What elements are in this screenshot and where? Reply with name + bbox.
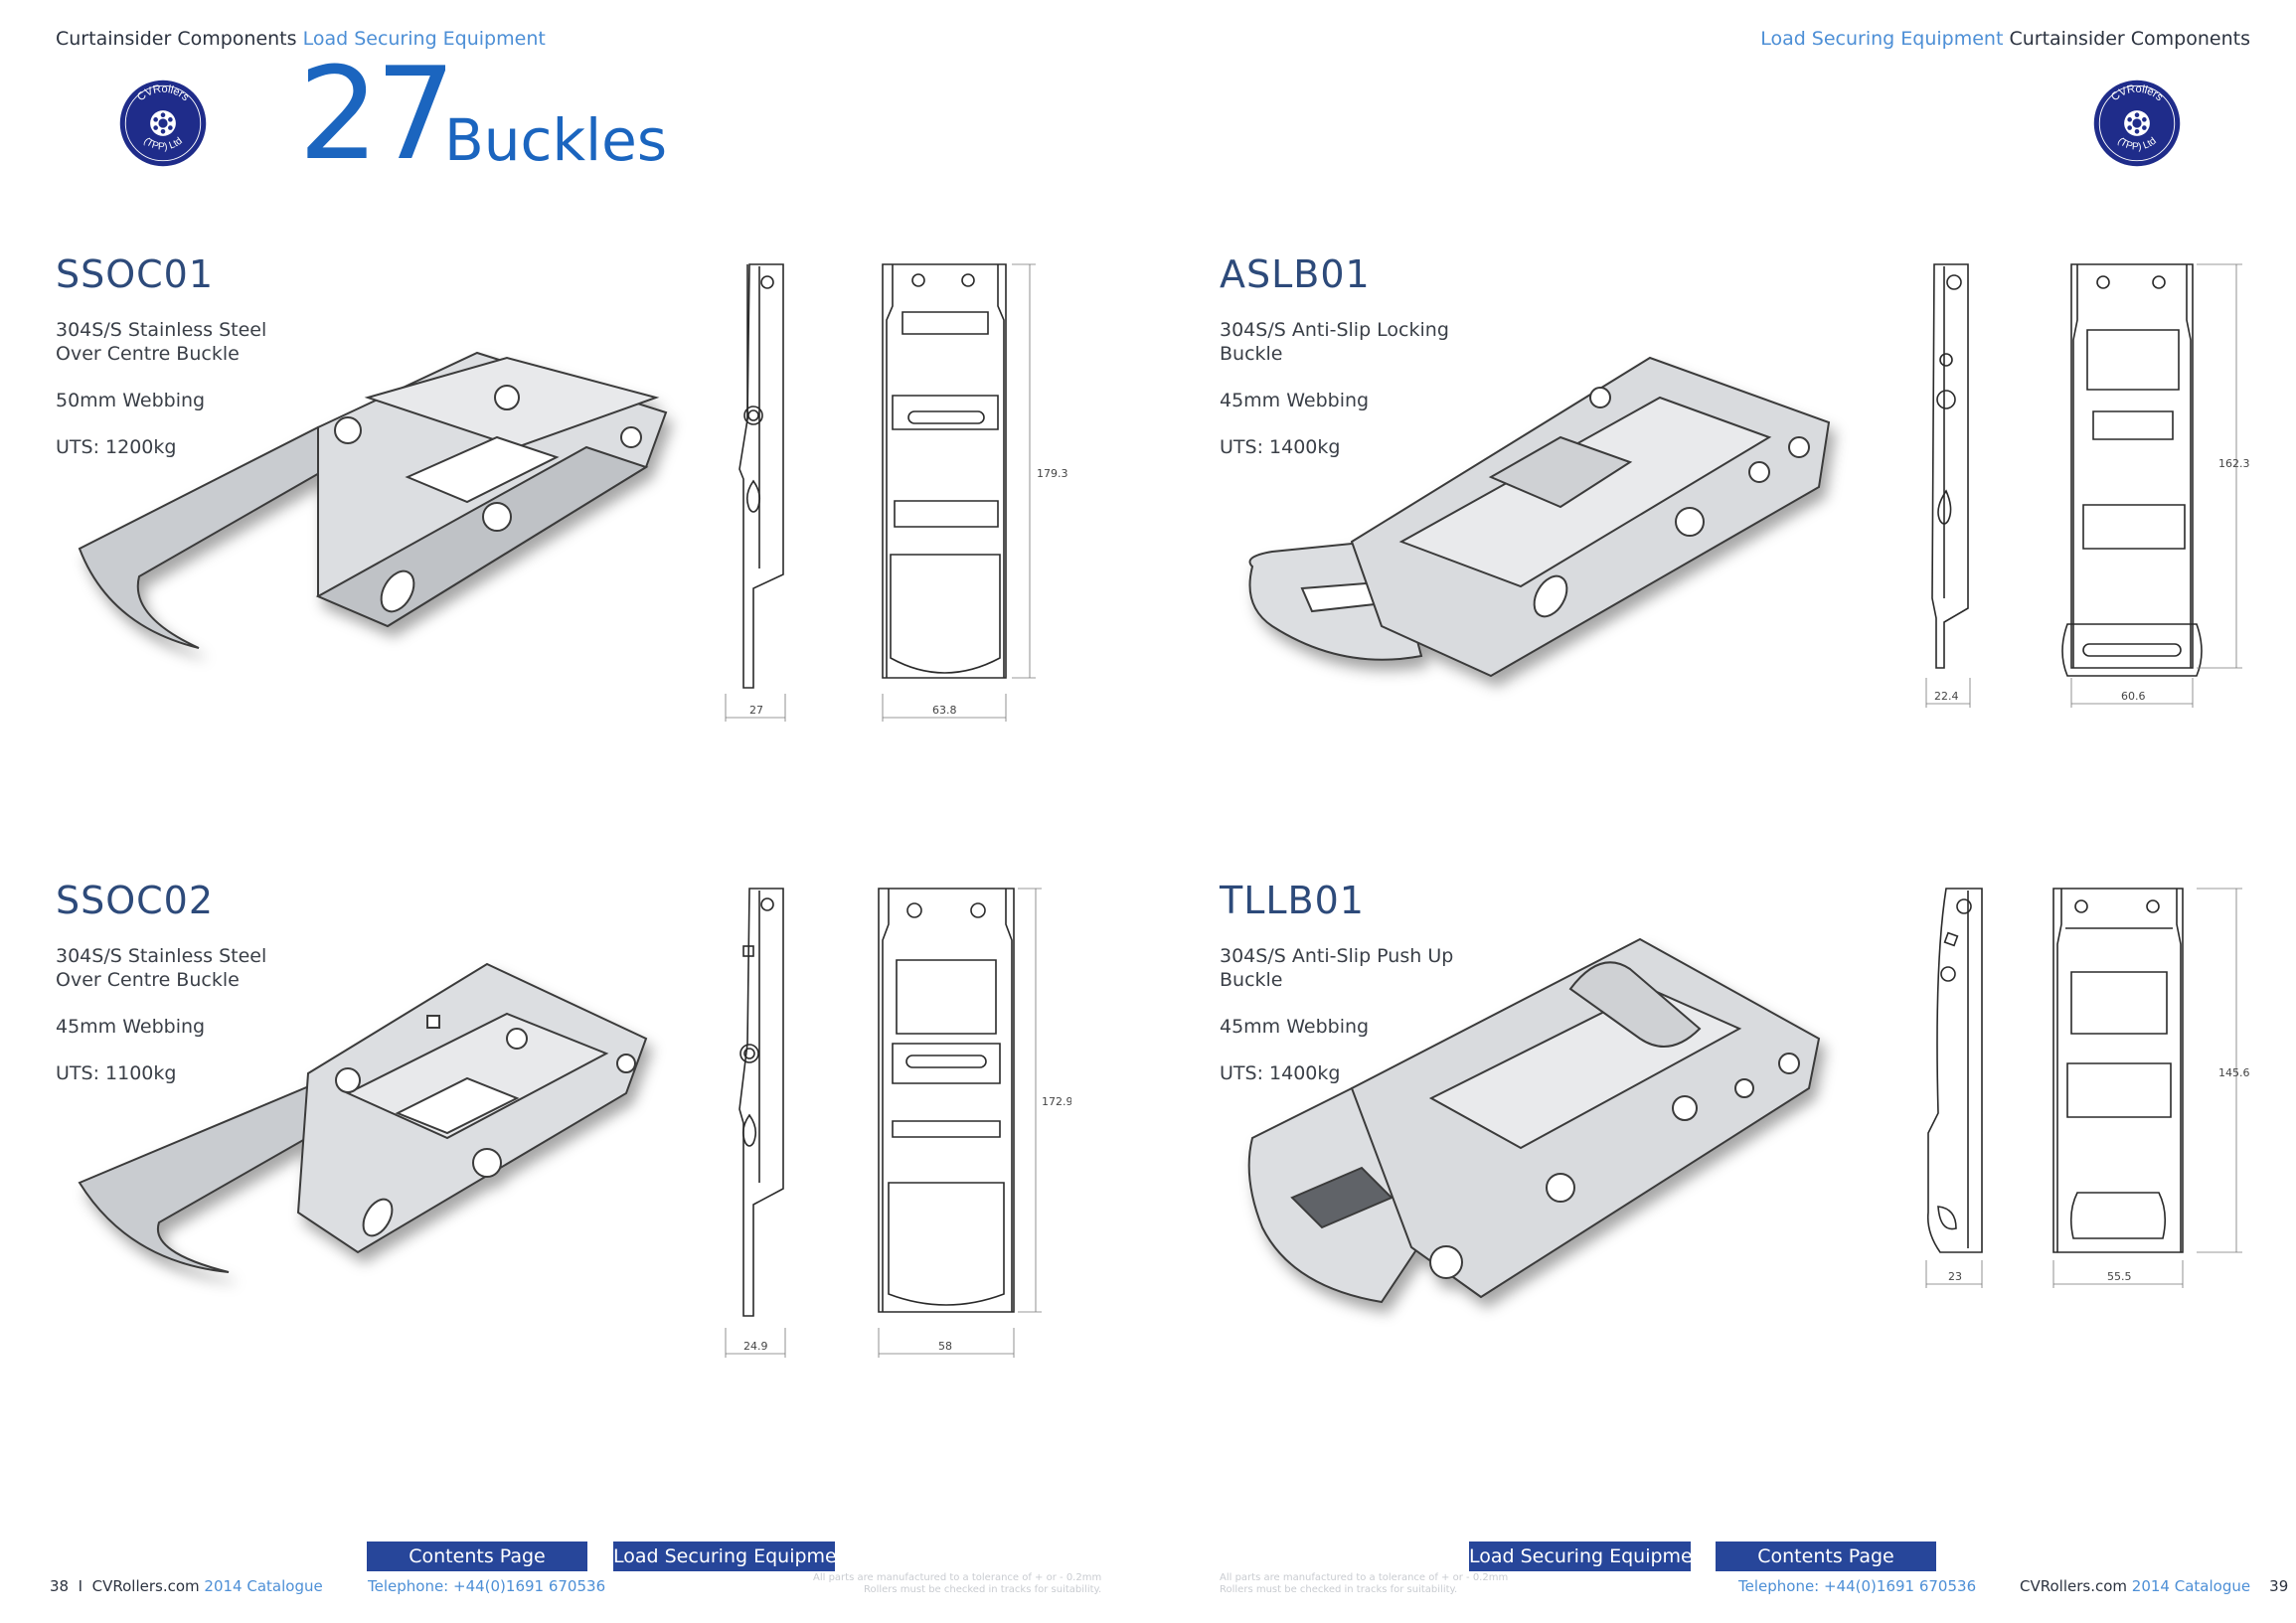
catalogue-label: 2014 Catalogue — [204, 1577, 323, 1595]
product-webbing: 50mm Webbing — [56, 390, 206, 411]
dimension-height: 162.3 — [2218, 457, 2250, 470]
section-number: 27 — [298, 41, 456, 189]
technical-drawing: 162.3 22.4 60.6 — [1925, 263, 2250, 708]
separator: I — [78, 1577, 83, 1595]
front-view — [2052, 888, 2184, 1253]
technical-drawing: 145.6 23 55.5 — [1925, 888, 2250, 1288]
product-tllb01: TLLB01 304S/S Anti-Slip Push Up Buckle 4… — [1220, 879, 1453, 1085]
contents-page-button[interactable]: Contents Page — [1716, 1542, 1936, 1571]
page-number: 38 — [50, 1577, 70, 1595]
buckle-3d-illustration — [1247, 937, 1821, 1304]
description-line: 304S/S Stainless Steel — [56, 945, 267, 967]
breadcrumb-secondary[interactable]: Load Securing Equipment — [302, 28, 546, 50]
buckle-3d-illustration — [78, 962, 648, 1273]
product-ssoc01: SSOC01 304S/S Stainless Steel Over Centr… — [56, 252, 266, 459]
product-ssoc02: SSOC02 304S/S Stainless Steel Over Centr… — [56, 879, 266, 1085]
product-uts: UTS: 1100kg — [56, 1062, 177, 1084]
dimension-height: 179.3 — [1037, 467, 1068, 480]
front-view — [878, 888, 1015, 1313]
dimension-front-width: 58 — [938, 1340, 952, 1353]
dimension-side-width: 24.9 — [743, 1340, 768, 1353]
breadcrumb-primary: Curtainsider Components — [56, 28, 297, 50]
product-description: 304S/S Stainless Steel Over Centre Buckl… — [56, 318, 266, 366]
tolerance-note: All parts are manufactured to a toleranc… — [1220, 1572, 1508, 1596]
website-link[interactable]: CVRollers.com — [2020, 1577, 2128, 1595]
dimension-front-width: 55.5 — [2107, 1270, 2132, 1283]
front-view — [882, 263, 1007, 679]
svg-text:(TPP) Ltd: (TPP) Ltd — [2115, 136, 2158, 153]
dimension-side-width: 22.4 — [1934, 690, 1959, 703]
dimension-height: 145.6 — [2218, 1066, 2250, 1079]
side-view — [1931, 263, 1969, 669]
load-securing-equipment-button[interactable]: Load Securing Equipment — [613, 1542, 856, 1571]
description-line: Buckle — [1220, 969, 1283, 991]
product-code: SSOC01 — [56, 252, 215, 296]
catalogue-label: 2014 Catalogue — [2131, 1577, 2251, 1595]
breadcrumb-secondary[interactable]: Load Securing Equipment — [1760, 28, 2004, 50]
product-aslb01: ASLB01 304S/S Anti-Slip Locking Buckle 4… — [1220, 252, 1449, 459]
footer-page-info-left: 38 I CVRollers.com 2014 Catalogue — [50, 1577, 323, 1595]
contents-page-button[interactable]: Contents Page — [367, 1542, 587, 1571]
side-view — [1926, 888, 1983, 1253]
description-line: 304S/S Anti-Slip Locking — [1220, 319, 1449, 341]
note-line: All parts are manufactured to a toleranc… — [1220, 1572, 1509, 1583]
buckle-3d-illustration — [1248, 356, 1831, 678]
product-uts: UTS: 1400kg — [1220, 1062, 1341, 1084]
note-line: Rollers must be checked in tracks for su… — [1220, 1584, 1458, 1595]
breadcrumb-right: Load Securing Equipment Curtainsider Com… — [1760, 28, 2250, 50]
dimension-side-width: 23 — [1948, 1270, 1962, 1283]
front-view — [2061, 263, 2203, 677]
buckle-3d-illustration — [78, 351, 668, 649]
technical-drawing: 172.9 24.9 58 — [725, 888, 1071, 1358]
note-line: Rollers must be checked in tracks for su… — [863, 1584, 1102, 1595]
website-link[interactable]: CVRollers.com — [91, 1577, 200, 1595]
description-line: 304S/S Anti-Slip Push Up — [1220, 945, 1454, 967]
dimension-side-width: 27 — [749, 704, 763, 717]
product-code: TLLB01 — [1220, 879, 1365, 922]
product-code: SSOC02 — [56, 879, 215, 922]
product-uts: UTS: 1400kg — [1220, 436, 1341, 458]
dimension-height: 172.9 — [1042, 1095, 1071, 1108]
side-view — [738, 888, 784, 1317]
product-webbing: 45mm Webbing — [1220, 390, 1370, 411]
dimension-front-width: 60.6 — [2121, 690, 2146, 703]
product-description: 304S/S Stainless Steel Over Centre Buckl… — [56, 944, 266, 992]
product-uts: UTS: 1200kg — [56, 436, 177, 458]
product-description: 304S/S Anti-Slip Push Up Buckle — [1220, 944, 1453, 992]
company-logo-left: CVRollers (TPP) Ltd — [119, 80, 207, 167]
product-description: 304S/S Anti-Slip Locking Buckle — [1220, 318, 1449, 366]
company-logo-right: CVRollers (TPP) Ltd — [2093, 80, 2181, 167]
product-webbing: 45mm Webbing — [56, 1016, 206, 1038]
technical-drawing: 179.3 27 63.8 — [725, 263, 1068, 722]
page-number: 39 — [2269, 1577, 2289, 1595]
tolerance-note: All parts are manufactured to a toleranc… — [813, 1572, 1101, 1596]
svg-text:(TPP) Ltd: (TPP) Ltd — [141, 136, 184, 153]
logo-text-bottom: (TPP) Ltd — [2115, 136, 2158, 153]
logo-text-bottom: (TPP) Ltd — [141, 136, 184, 153]
product-code: ASLB01 — [1220, 252, 1371, 296]
breadcrumb-left: Curtainsider Components Load Securing Eq… — [56, 28, 546, 50]
note-line: All parts are manufactured to a toleranc… — [813, 1572, 1102, 1583]
product-webbing: 45mm Webbing — [1220, 1016, 1370, 1038]
load-securing-equipment-button[interactable]: Load Securing Equipment — [1469, 1542, 1712, 1571]
description-line: Over Centre Buckle — [56, 343, 240, 365]
telephone-number: Telephone: +44(0)1691 670536 — [368, 1577, 606, 1595]
telephone-number: Telephone: +44(0)1691 670536 — [1738, 1577, 1977, 1595]
dimension-front-width: 63.8 — [932, 704, 957, 717]
side-view — [738, 263, 784, 689]
section-title: Buckles — [444, 106, 668, 174]
description-line: Over Centre Buckle — [56, 969, 240, 991]
description-line: Buckle — [1220, 343, 1283, 365]
footer-page-info-right: CVRollers.com 2014 Catalogue 39 — [2020, 1577, 2288, 1595]
description-line: 304S/S Stainless Steel — [56, 319, 267, 341]
breadcrumb-primary: Curtainsider Components — [2009, 28, 2250, 50]
